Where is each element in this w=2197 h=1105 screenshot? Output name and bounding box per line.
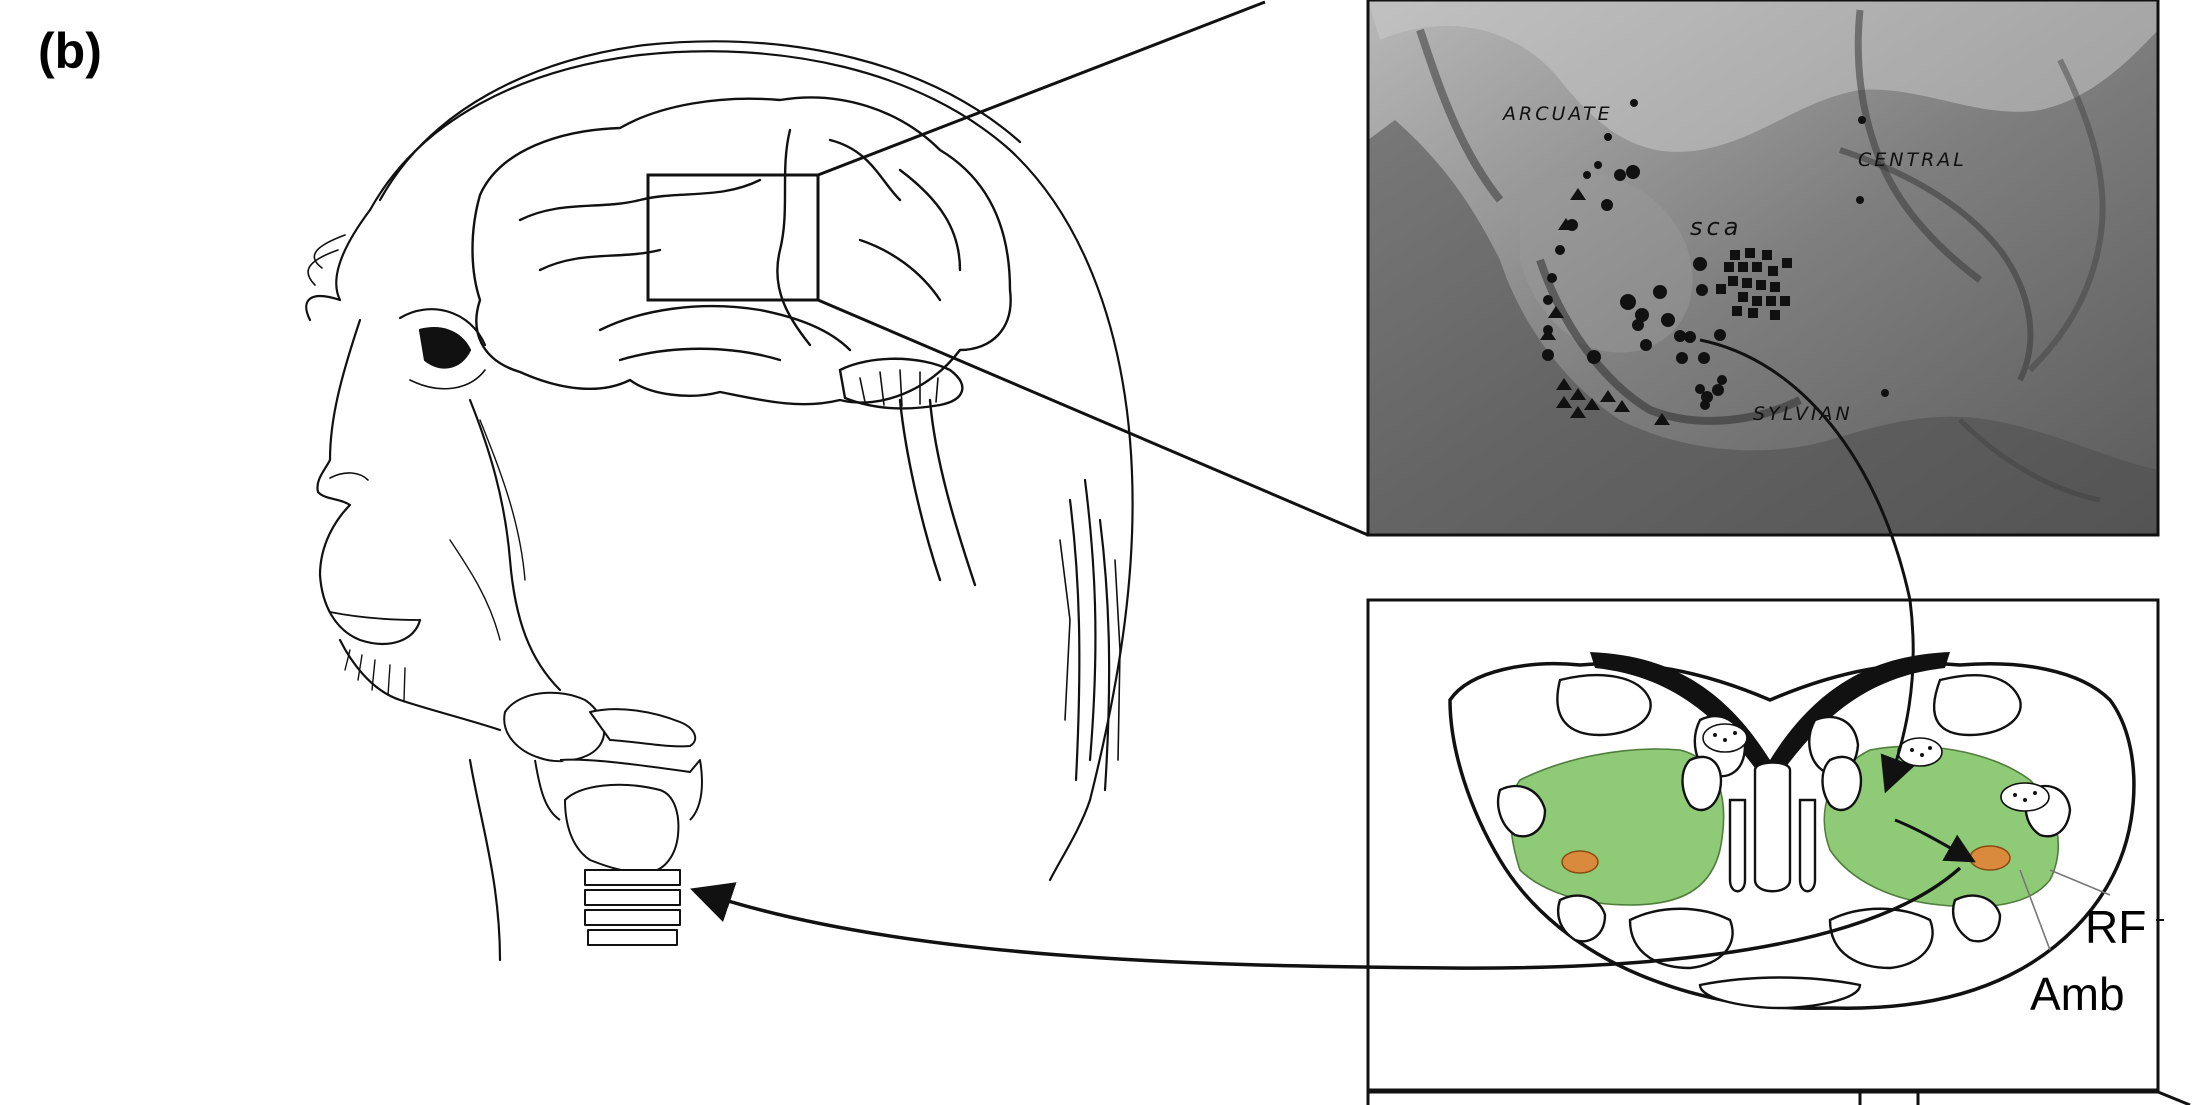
label-amb: Amb xyxy=(2030,968,2125,1020)
label-sca: sca xyxy=(1690,213,1742,241)
nucleus-ambiguus-left xyxy=(1562,851,1598,873)
label-arcuate: ARCUATE xyxy=(1501,103,1613,125)
skull-outline xyxy=(370,51,1133,800)
brain-outline xyxy=(473,97,1011,404)
larynx-illustration xyxy=(504,693,702,945)
face-profile xyxy=(317,320,420,644)
cortex-photo-panel: ARCUATE CENTRAL SYLVIAN sca xyxy=(1368,0,2158,535)
zoom-line-top xyxy=(818,2,1265,175)
nucleus-ambiguus-right xyxy=(1970,846,2010,870)
label-rf: RF xyxy=(2085,901,2146,953)
brain-illustration xyxy=(473,97,1011,585)
label-sylvian: SYLVIAN xyxy=(1753,403,1853,425)
eye xyxy=(420,328,470,367)
label-central: CENTRAL xyxy=(1858,149,1967,171)
monkey-head-illustration xyxy=(306,41,1132,960)
brainstem-section-panel: RF Amb xyxy=(1368,600,2190,1105)
zoom-line-bottom xyxy=(818,300,1368,535)
zoom-region-box xyxy=(648,175,818,300)
